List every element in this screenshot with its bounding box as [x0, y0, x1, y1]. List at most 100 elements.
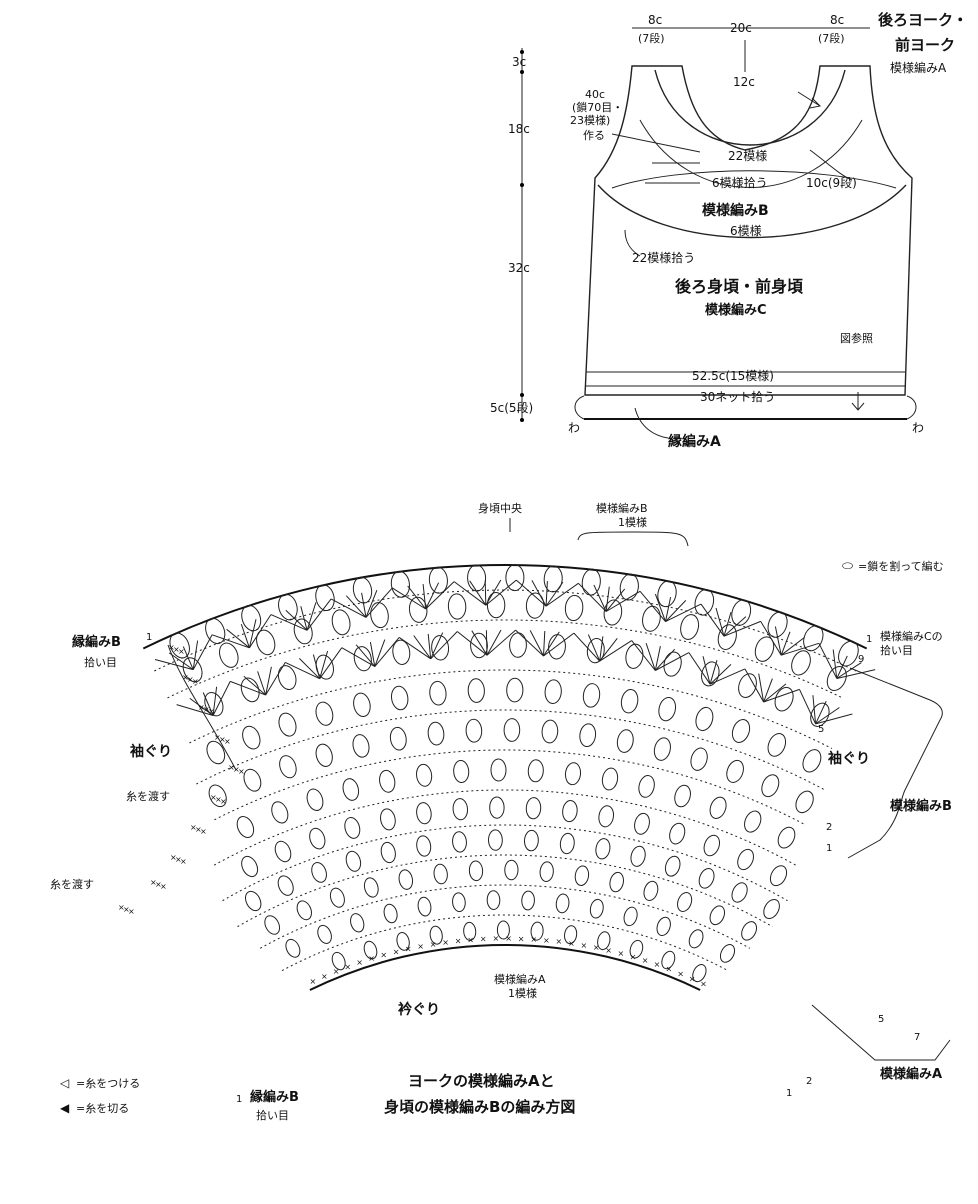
body-pattern: 模様編みC [705, 302, 767, 318]
armhole-right: 袖ぐり [828, 750, 870, 767]
chain-loop [527, 759, 544, 783]
single-crochet-mark: × [118, 903, 125, 912]
chain-loop [496, 920, 510, 940]
single-crochet-mark: × [677, 969, 684, 978]
chain-loop [344, 816, 361, 839]
chain-loop [709, 905, 726, 926]
chain-loop [620, 688, 639, 714]
dim-dot [520, 50, 524, 54]
edging-b-bottom-2: 拾い目 [256, 1108, 289, 1122]
chain-loop [638, 775, 655, 798]
right-brace-b [847, 667, 943, 859]
chain-loop [616, 729, 634, 753]
stitch-row-arc [222, 824, 788, 902]
chain-loop [791, 650, 811, 676]
single-crochet-mark: × [593, 943, 600, 952]
chain-loop [296, 900, 312, 921]
legend-attach: =糸をつける [76, 1077, 140, 1090]
chain-loop [731, 882, 748, 903]
dim-left-rows: (7段) [638, 31, 665, 45]
fan-stitch [723, 620, 761, 637]
wa-right: わ [912, 421, 924, 435]
fan-stitch [578, 582, 607, 612]
fan-stitch [665, 596, 672, 622]
chain-loop [564, 762, 582, 786]
chain-loop [509, 632, 527, 658]
center-label: 身頃中央 [478, 501, 522, 515]
fan-stitch [654, 593, 666, 622]
chain-loop [487, 829, 503, 851]
fan-stitch [774, 626, 782, 656]
dim-left-width: 8c [648, 13, 662, 27]
chain-loop [427, 721, 445, 746]
chain-loop [463, 921, 477, 941]
single-crochet-mark: × [155, 880, 162, 889]
single-crochet-mark: × [175, 855, 182, 864]
fan-stitch [515, 579, 547, 607]
stitch-row-arc [167, 619, 843, 699]
chain-loop [379, 769, 396, 793]
fan-stitch [836, 655, 848, 679]
chain-loop [279, 755, 297, 779]
single-crochet-mark: × [215, 795, 222, 804]
fan-stitch [486, 629, 502, 656]
chain-loop [582, 683, 601, 708]
single-crochet-mark: × [642, 956, 649, 965]
fan-stitch [605, 586, 610, 612]
right-brace-a [811, 1004, 951, 1061]
single-crochet-mark: × [493, 934, 500, 943]
chain-loop [363, 940, 378, 960]
row-number: 2 [806, 1076, 812, 1087]
chain-loop [763, 898, 780, 920]
chain-loop [598, 805, 615, 828]
chain-loop [380, 808, 396, 831]
chain-loop [562, 800, 578, 823]
chain-loop [315, 584, 335, 612]
chain-loop [416, 763, 433, 787]
single-crochet-mark: × [123, 905, 130, 914]
yoke-arrow [797, 91, 822, 109]
single-crochet-mark: × [182, 673, 189, 682]
row-number: 1 [826, 843, 832, 854]
single-crochet-mark: × [321, 972, 328, 981]
chain-loop [564, 594, 584, 622]
single-crochet-mark: × [568, 939, 575, 948]
dim-right-width: 8c [830, 13, 844, 27]
stitch-row-arc [214, 749, 806, 826]
chain-loop [205, 617, 226, 645]
chain-loop [271, 801, 289, 824]
fan-stitch [398, 636, 431, 660]
single-crochet-mark: × [238, 767, 245, 776]
single-crochet-mark: × [393, 947, 400, 956]
yoke-pattern: 模様編みA [890, 60, 947, 75]
chain-loop [315, 701, 334, 726]
fan-stitch [341, 647, 376, 668]
pattern-a-center-1: 模様編みA [494, 972, 546, 986]
chain-loop [208, 784, 227, 808]
chain-loop [345, 850, 362, 872]
fan-stitch [176, 704, 214, 716]
chain-loop [370, 602, 389, 629]
chain-loop [468, 860, 484, 882]
fan-stitch [298, 658, 321, 680]
chain-loop [695, 706, 714, 732]
chain-loop [559, 832, 575, 855]
chain-loop [447, 593, 467, 620]
edging-b-bottom-1: 縁編みB [250, 1089, 299, 1105]
fan-stitch [248, 619, 257, 648]
single-crochet-mark: × [700, 980, 707, 989]
chain-loop [737, 848, 754, 871]
chain-loop [396, 932, 410, 951]
chain-loop [741, 921, 758, 941]
fan-stitch [427, 633, 432, 659]
chain-loop [664, 855, 681, 877]
fan-stitch [815, 700, 827, 725]
single-crochet-mark: × [195, 825, 202, 834]
carry-yarn-2: 糸を渡す [50, 877, 94, 891]
single-crochet-mark: × [160, 882, 167, 891]
chain-loop [182, 657, 203, 683]
dim-neck-width: 20c [730, 21, 752, 35]
chain-loop [744, 810, 762, 833]
fan-stitch [654, 645, 661, 671]
single-crochet-mark: × [192, 677, 199, 686]
